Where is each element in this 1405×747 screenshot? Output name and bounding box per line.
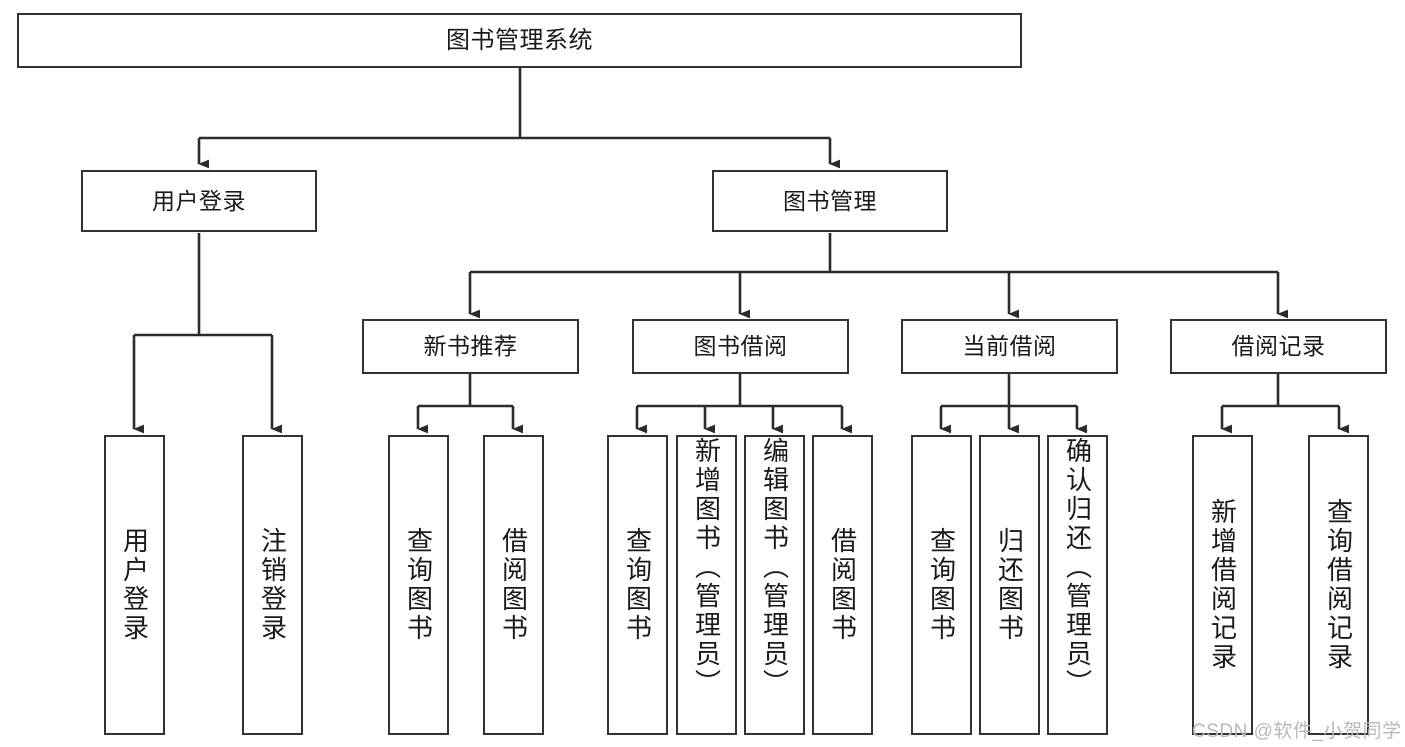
- node-leaf-borrow-book-b[interactable]: 借阅图书: [812, 435, 873, 735]
- node-label-leaf-query-record: 查询借阅记录: [1323, 498, 1354, 672]
- node-leaf-logout[interactable]: 注销登录: [242, 435, 303, 735]
- node-leaf-query-book-a[interactable]: 查询图书: [388, 435, 449, 735]
- node-book-management[interactable]: 图书管理: [712, 170, 948, 232]
- node-label-leaf-add-book: 新增图书（管理员）: [691, 437, 722, 698]
- node-leaf-return-book[interactable]: 归还图书: [979, 435, 1040, 735]
- csdn-watermark: CSDN @软件_小贺同学: [1192, 721, 1402, 742]
- node-leaf-borrow-book-a[interactable]: 借阅图书: [483, 435, 544, 735]
- node-leaf-add-record[interactable]: 新增借阅记录: [1192, 435, 1253, 735]
- node-leaf-add-book[interactable]: 新增图书（管理员）: [676, 435, 737, 735]
- node-root-system[interactable]: 图书管理系统: [17, 13, 1022, 68]
- node-leaf-edit-book[interactable]: 编辑图书（管理员）: [744, 435, 805, 735]
- node-label-book-borrow: 图书借阅: [693, 333, 788, 359]
- node-label-leaf-user-login: 用户登录: [119, 527, 150, 643]
- node-label-leaf-edit-book: 编辑图书（管理员）: [759, 437, 790, 698]
- node-user-login[interactable]: 用户登录: [81, 170, 317, 232]
- node-label-leaf-query-book-a: 查询图书: [403, 527, 434, 643]
- node-book-borrow[interactable]: 图书借阅: [632, 319, 849, 374]
- node-label-leaf-borrow-book-b: 借阅图书: [827, 527, 858, 643]
- node-leaf-confirm-return[interactable]: 确认归还（管理员）: [1047, 435, 1108, 735]
- node-label-leaf-logout: 注销登录: [257, 527, 288, 643]
- node-label-leaf-add-record: 新增借阅记录: [1207, 498, 1238, 672]
- node-leaf-query-book-c[interactable]: 查询图书: [911, 435, 972, 735]
- node-label-leaf-query-book-c: 查询图书: [926, 527, 957, 643]
- node-label-leaf-query-book-b: 查询图书: [622, 527, 653, 643]
- node-borrow-record[interactable]: 借阅记录: [1170, 319, 1387, 374]
- node-label-user-login: 用户登录: [152, 187, 246, 214]
- node-new-book-recommend[interactable]: 新书推荐: [362, 319, 579, 374]
- node-leaf-query-book-b[interactable]: 查询图书: [607, 435, 668, 735]
- node-label-book-management: 图书管理: [783, 187, 877, 214]
- node-current-borrow[interactable]: 当前借阅: [901, 319, 1118, 374]
- node-label-new-book-recommend: 新书推荐: [423, 333, 518, 359]
- node-label-borrow-record: 借阅记录: [1231, 333, 1326, 359]
- node-label-leaf-borrow-book-a: 借阅图书: [498, 527, 529, 643]
- node-label-current-borrow: 当前借阅: [962, 333, 1057, 359]
- node-label-leaf-return-book: 归还图书: [994, 527, 1025, 643]
- node-label-leaf-confirm-return: 确认归还（管理员）: [1062, 437, 1093, 698]
- node-label-root: 图书管理系统: [446, 26, 593, 54]
- node-leaf-user-login[interactable]: 用户登录: [104, 435, 165, 735]
- node-leaf-query-record[interactable]: 查询借阅记录: [1308, 435, 1369, 735]
